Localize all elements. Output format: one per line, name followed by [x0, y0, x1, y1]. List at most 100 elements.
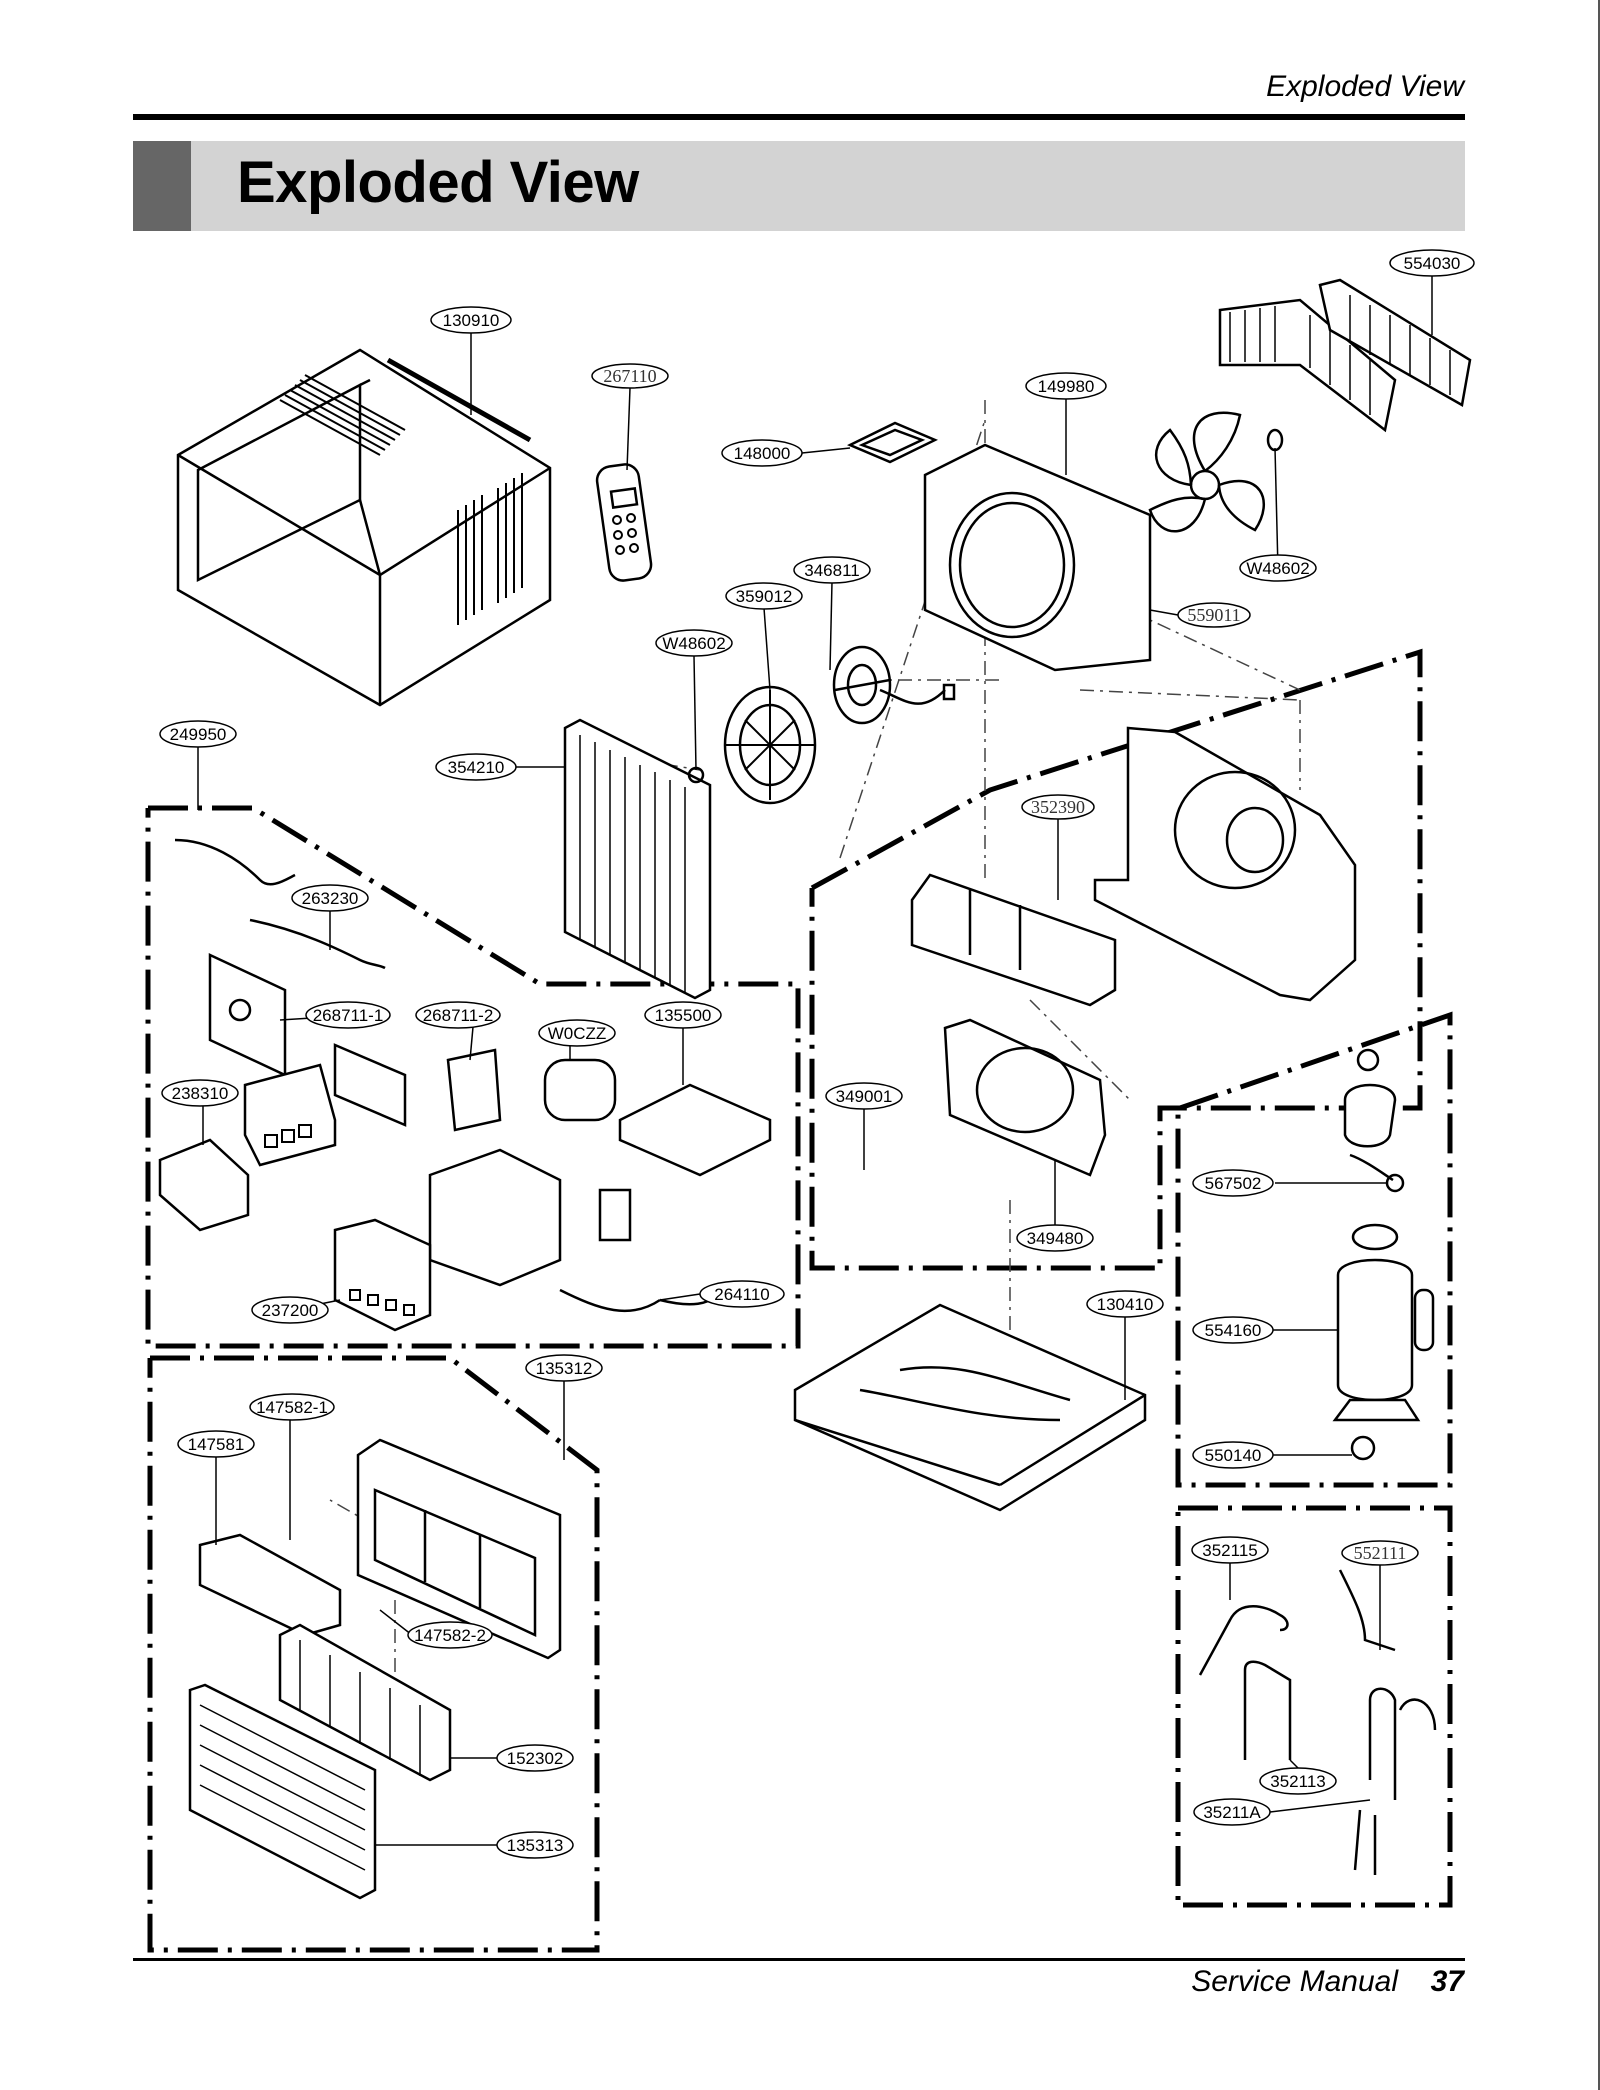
part-callout: 268711-1 — [305, 1001, 391, 1029]
part-callout: 352390 — [1021, 794, 1095, 820]
motor-drawing — [723, 645, 956, 805]
tubing-drawing — [1198, 1569, 1437, 1875]
svg-text:147581: 147581 — [188, 1435, 245, 1454]
evaporator-coil-drawing — [563, 718, 712, 1000]
part-callout: 249950 — [159, 720, 237, 748]
part-callout: 554030 — [1389, 249, 1475, 277]
part-callout: 135312 — [525, 1354, 603, 1382]
svg-text:349001: 349001 — [836, 1087, 893, 1106]
svg-text:135313: 135313 — [507, 1836, 564, 1855]
part-callout: 147582-1 — [249, 1393, 335, 1421]
part-callout: 149980 — [1025, 372, 1107, 400]
part-callout: 567502 — [1192, 1169, 1274, 1197]
svg-text:W0CZZ: W0CZZ — [548, 1024, 607, 1043]
fan-shroud-drawing — [846, 421, 1152, 672]
svg-text:567502: 567502 — [1205, 1174, 1262, 1193]
svg-text:550140: 550140 — [1205, 1446, 1262, 1465]
svg-text:130910: 130910 — [443, 311, 500, 330]
axial-fan-drawing — [1148, 411, 1284, 533]
svg-text:W48602: W48602 — [662, 634, 725, 653]
svg-text:35211A: 35211A — [1203, 1803, 1261, 1822]
part-callout: 268711-2 — [415, 1001, 501, 1029]
svg-text:559011: 559011 — [1187, 605, 1240, 625]
compressor-drawing — [1332, 1048, 1435, 1461]
part-callout: 264110 — [699, 1280, 785, 1308]
part-callout: 349480 — [1016, 1224, 1094, 1252]
cabinet-drawing — [176, 348, 552, 707]
svg-text:352390: 352390 — [1031, 797, 1085, 817]
svg-text:268711-1: 268711-1 — [313, 1006, 384, 1025]
part-callout: 130910 — [430, 306, 512, 334]
part-callout: 552111 — [1341, 1540, 1419, 1566]
part-callout: 352115 — [1191, 1536, 1269, 1564]
svg-text:148000: 148000 — [734, 444, 791, 463]
page-title: Exploded View — [237, 150, 639, 215]
svg-text:349480: 349480 — [1027, 1229, 1084, 1248]
svg-text:352115: 352115 — [1202, 1541, 1257, 1560]
svg-text:W48602: W48602 — [1246, 559, 1309, 578]
part-callout: 346811 — [793, 556, 871, 584]
part-callout: 237200 — [251, 1296, 329, 1324]
bottom-rule — [133, 1958, 1465, 1961]
svg-text:352113: 352113 — [1270, 1772, 1325, 1791]
footer-label: Service Manual — [1191, 1965, 1398, 1998]
svg-text:268711-2: 268711-2 — [423, 1006, 494, 1025]
part-callout: 147581 — [177, 1430, 255, 1458]
front-grille-drawing — [188, 1438, 562, 1900]
part-callouts: 554030 130910 267110 149980 148000 W4860… — [159, 249, 1475, 1859]
running-header: Exploded View — [1266, 70, 1464, 103]
svg-text:130410: 130410 — [1097, 1295, 1154, 1314]
part-callout: 135500 — [644, 1001, 722, 1029]
svg-text:147582-1: 147582-1 — [256, 1398, 328, 1417]
top-rule — [133, 114, 1465, 120]
part-callout: 238310 — [161, 1079, 239, 1107]
electrical-parts-drawing — [158, 838, 772, 1332]
svg-text:552111: 552111 — [1354, 1543, 1407, 1563]
part-callout: 559011 — [1177, 602, 1251, 628]
part-callout: 130410 — [1086, 1290, 1164, 1318]
svg-text:354210: 354210 — [448, 758, 505, 777]
group-outlines — [145, 648, 1453, 1953]
svg-text:147582-2: 147582-2 — [414, 1626, 486, 1645]
svg-text:554160: 554160 — [1205, 1321, 1262, 1340]
title-band: Exploded View — [133, 141, 1465, 231]
group-outline-tubing — [1175, 1505, 1453, 1908]
svg-text:135500: 135500 — [655, 1006, 712, 1025]
part-callout: 349001 — [825, 1082, 903, 1110]
part-callout: 147582-2 — [407, 1621, 493, 1649]
group-outline-blower — [809, 648, 1423, 1271]
title-accent-block — [133, 141, 191, 231]
group-outline-compressor — [1175, 1011, 1453, 1488]
blower-housing-drawing — [910, 726, 1357, 1177]
svg-text:359012: 359012 — [736, 587, 793, 606]
svg-text:238310: 238310 — [172, 1084, 229, 1103]
part-callout: 554160 — [1192, 1316, 1274, 1344]
part-callout: 148000 — [721, 439, 803, 467]
part-callout: 35211A — [1193, 1798, 1271, 1826]
part-callout: W48602 — [655, 629, 733, 657]
condenser-coil-drawing — [1218, 278, 1472, 433]
page-number: 37 — [1430, 1965, 1464, 1998]
part-callout: W0CZZ — [538, 1019, 616, 1047]
svg-text:267110: 267110 — [603, 366, 656, 386]
part-callout: 354210 — [435, 753, 517, 781]
svg-text:135312: 135312 — [536, 1359, 593, 1378]
svg-text:149980: 149980 — [1038, 377, 1095, 396]
base-pan-drawing — [793, 1303, 1147, 1512]
part-callout: W48602 — [1239, 554, 1317, 582]
svg-text:554030: 554030 — [1404, 254, 1461, 273]
svg-text:249950: 249950 — [170, 725, 227, 744]
svg-text:152302: 152302 — [507, 1749, 564, 1768]
page-edge — [1598, 0, 1600, 2090]
part-callout: 263230 — [291, 884, 369, 912]
remote-control-drawing — [595, 463, 653, 582]
group-outline-front-grille — [147, 1355, 600, 1953]
svg-text:346811: 346811 — [804, 561, 859, 580]
svg-text:263230: 263230 — [302, 889, 359, 908]
part-callout: 135313 — [496, 1831, 574, 1859]
svg-text:237200: 237200 — [262, 1301, 319, 1320]
part-callout: 267110 — [591, 363, 669, 389]
part-callout: 352113 — [1259, 1767, 1337, 1795]
part-callout: 359012 — [725, 582, 803, 610]
